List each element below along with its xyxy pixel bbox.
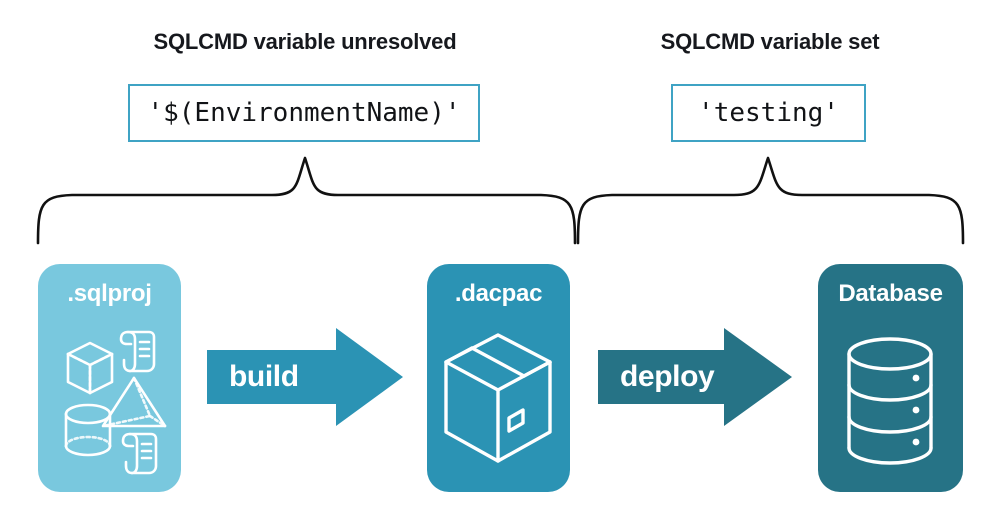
stage-box-sqlproj: .sqlproj (38, 264, 181, 492)
cylinder-icon (64, 403, 112, 457)
arrow-build-label: build (229, 360, 299, 393)
sqlcmd-value-unresolved: '$(EnvironmentName)' (128, 84, 480, 142)
scroll-icon (119, 330, 156, 373)
group-title-unresolved: SQLCMD variable unresolved (153, 29, 457, 54)
cube-icon (66, 341, 114, 395)
arrow-deploy-icon (598, 328, 792, 426)
sqlproj-artwork (64, 330, 167, 475)
stage-box-database: Database (818, 264, 963, 492)
scroll-icon (121, 432, 158, 475)
stage-label-dacpac: .dacpac (454, 280, 543, 307)
brace-left-icon (36, 156, 577, 245)
group-title-set: SQLCMD variable set (660, 29, 880, 54)
arrow-deploy: deploy (598, 328, 792, 426)
arrow-build: build (207, 328, 403, 426)
arrow-deploy-label: deploy (620, 360, 715, 393)
arrow-build-icon (207, 328, 403, 426)
dacpac-artwork (444, 333, 552, 463)
database-artwork (847, 337, 933, 465)
sqlcmd-value-set: 'testing' (671, 84, 866, 142)
stage-label-sqlproj: .sqlproj (67, 280, 152, 307)
pyramid-icon (101, 376, 167, 428)
stage-label-database: Database (838, 280, 943, 307)
stage-box-dacpac: .dacpac (427, 264, 570, 492)
database-cylinder-icon (847, 337, 933, 465)
brace-right-icon (576, 156, 965, 245)
package-box-icon (444, 333, 552, 463)
